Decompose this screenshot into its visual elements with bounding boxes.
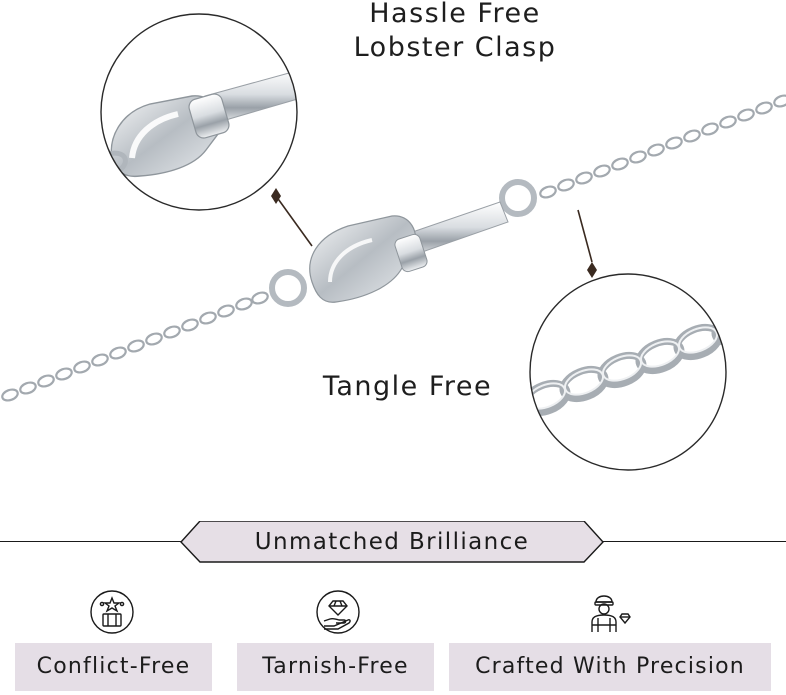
badge-conflict-free: Conflict-Free: [15, 643, 212, 691]
pointer-tangle: [577, 209, 597, 278]
clasp-feature-label: Hassle Free Lobster Clasp: [353, 0, 557, 63]
lobster-clasp: [269, 179, 537, 307]
pointer-clasp: [271, 188, 313, 247]
zoom-circle-chain: [529, 273, 727, 471]
conflict-free-icon: [88, 588, 136, 636]
chain-illustration: [1, 13, 786, 471]
chain-strand-left: [1, 291, 269, 402]
diamond-hand-icon: [314, 588, 362, 636]
banner-shape: [180, 521, 604, 563]
craftsman-icon: [584, 588, 632, 636]
section-banner: Unmatched Brilliance: [180, 521, 604, 563]
tangle-feature-label: Tangle Free: [322, 371, 493, 402]
product-image: Hassle Free Lobster Clasp Tangle Free: [1, 0, 786, 471]
chain-strand-right: [539, 94, 786, 199]
badge-tarnish-free: Tarnish-Free: [237, 643, 434, 691]
zoom-circle-clasp: [100, 13, 298, 211]
badge-crafted-with-precision: Crafted With Precision: [449, 643, 771, 691]
banner-title: Unmatched Brilliance: [254, 529, 530, 555]
